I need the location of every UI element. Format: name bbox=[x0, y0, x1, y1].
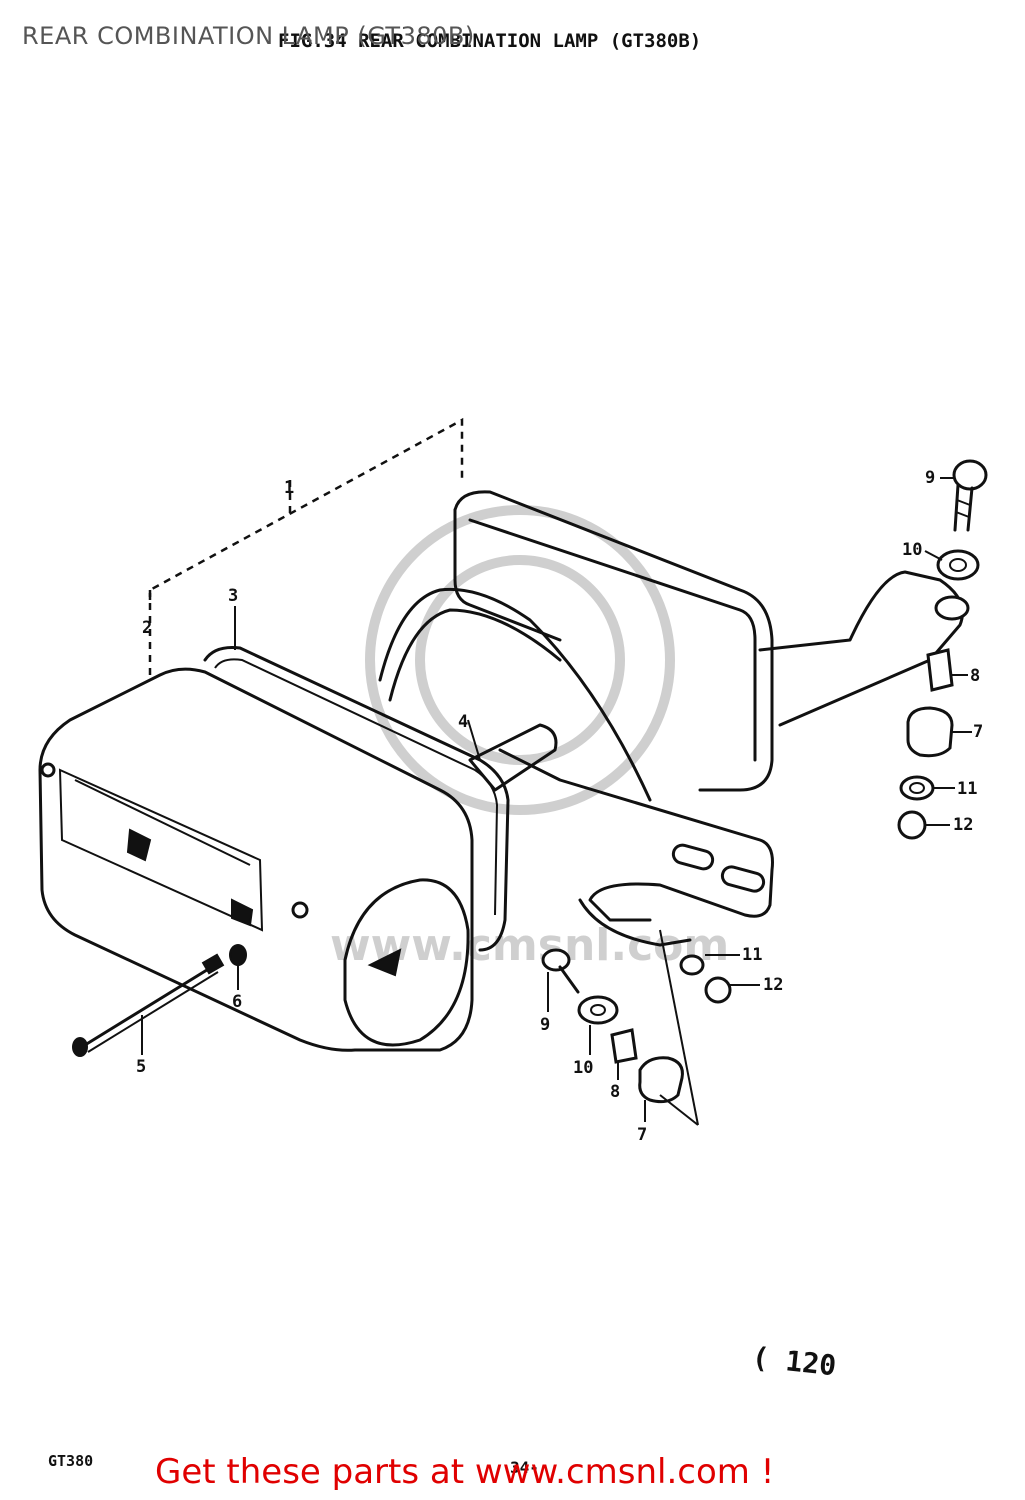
model-code: GT380 bbox=[48, 1452, 94, 1470]
callout-10-lower: 10 bbox=[573, 1058, 594, 1078]
callout-12-lower: 12 bbox=[763, 975, 784, 995]
callout-8-lower: 8 bbox=[610, 1082, 621, 1102]
callout-2: 2 bbox=[142, 618, 153, 638]
lamp-lens-housing bbox=[38, 667, 474, 1052]
callout-7-lower: 7 bbox=[637, 1125, 648, 1145]
callout-12-upper: 12 bbox=[953, 815, 974, 835]
callout-9-upper: 9 bbox=[925, 468, 936, 488]
bulb-socket bbox=[467, 719, 558, 792]
callout-3: 3 bbox=[228, 586, 239, 606]
callout-7-upper: 7 bbox=[973, 722, 984, 742]
hardware-stack-lower bbox=[541, 929, 732, 1126]
inner-reflector bbox=[378, 587, 652, 802]
page-title: REAR COMBINATION LAMP (GT380B) bbox=[22, 22, 475, 50]
lamp-base-plate bbox=[453, 490, 774, 792]
lens-screw bbox=[72, 953, 225, 1057]
mounting-bracket bbox=[498, 570, 964, 947]
callout-10-upper: 10 bbox=[902, 540, 923, 560]
callout-11-upper: 11 bbox=[957, 779, 978, 799]
sheet-number: 34- bbox=[510, 1458, 539, 1477]
hardware-stack-upper bbox=[897, 459, 988, 840]
callout-1: 1 bbox=[284, 478, 295, 498]
callout-9-lower: 9 bbox=[540, 1015, 551, 1035]
assembly-bracket-1 bbox=[148, 417, 464, 680]
figure-caption: FIG.34 REAR COMBINATION LAMP (GT380B) bbox=[278, 30, 702, 52]
promo-banner-link[interactable]: Get these parts at www.cmsnl.com ! bbox=[155, 1452, 775, 1492]
callout-5: 5 bbox=[136, 1057, 147, 1077]
leader-lines bbox=[141, 477, 972, 1122]
watermark-logo: www.cmsnl.com bbox=[330, 505, 729, 971]
callout-6: 6 bbox=[232, 992, 243, 1012]
lens-gasket bbox=[203, 646, 510, 952]
nut-6 bbox=[229, 944, 247, 966]
callout-4: 4 bbox=[458, 712, 469, 732]
callout-8-upper: 8 bbox=[970, 666, 981, 686]
callout-11-lower: 11 bbox=[742, 945, 763, 965]
